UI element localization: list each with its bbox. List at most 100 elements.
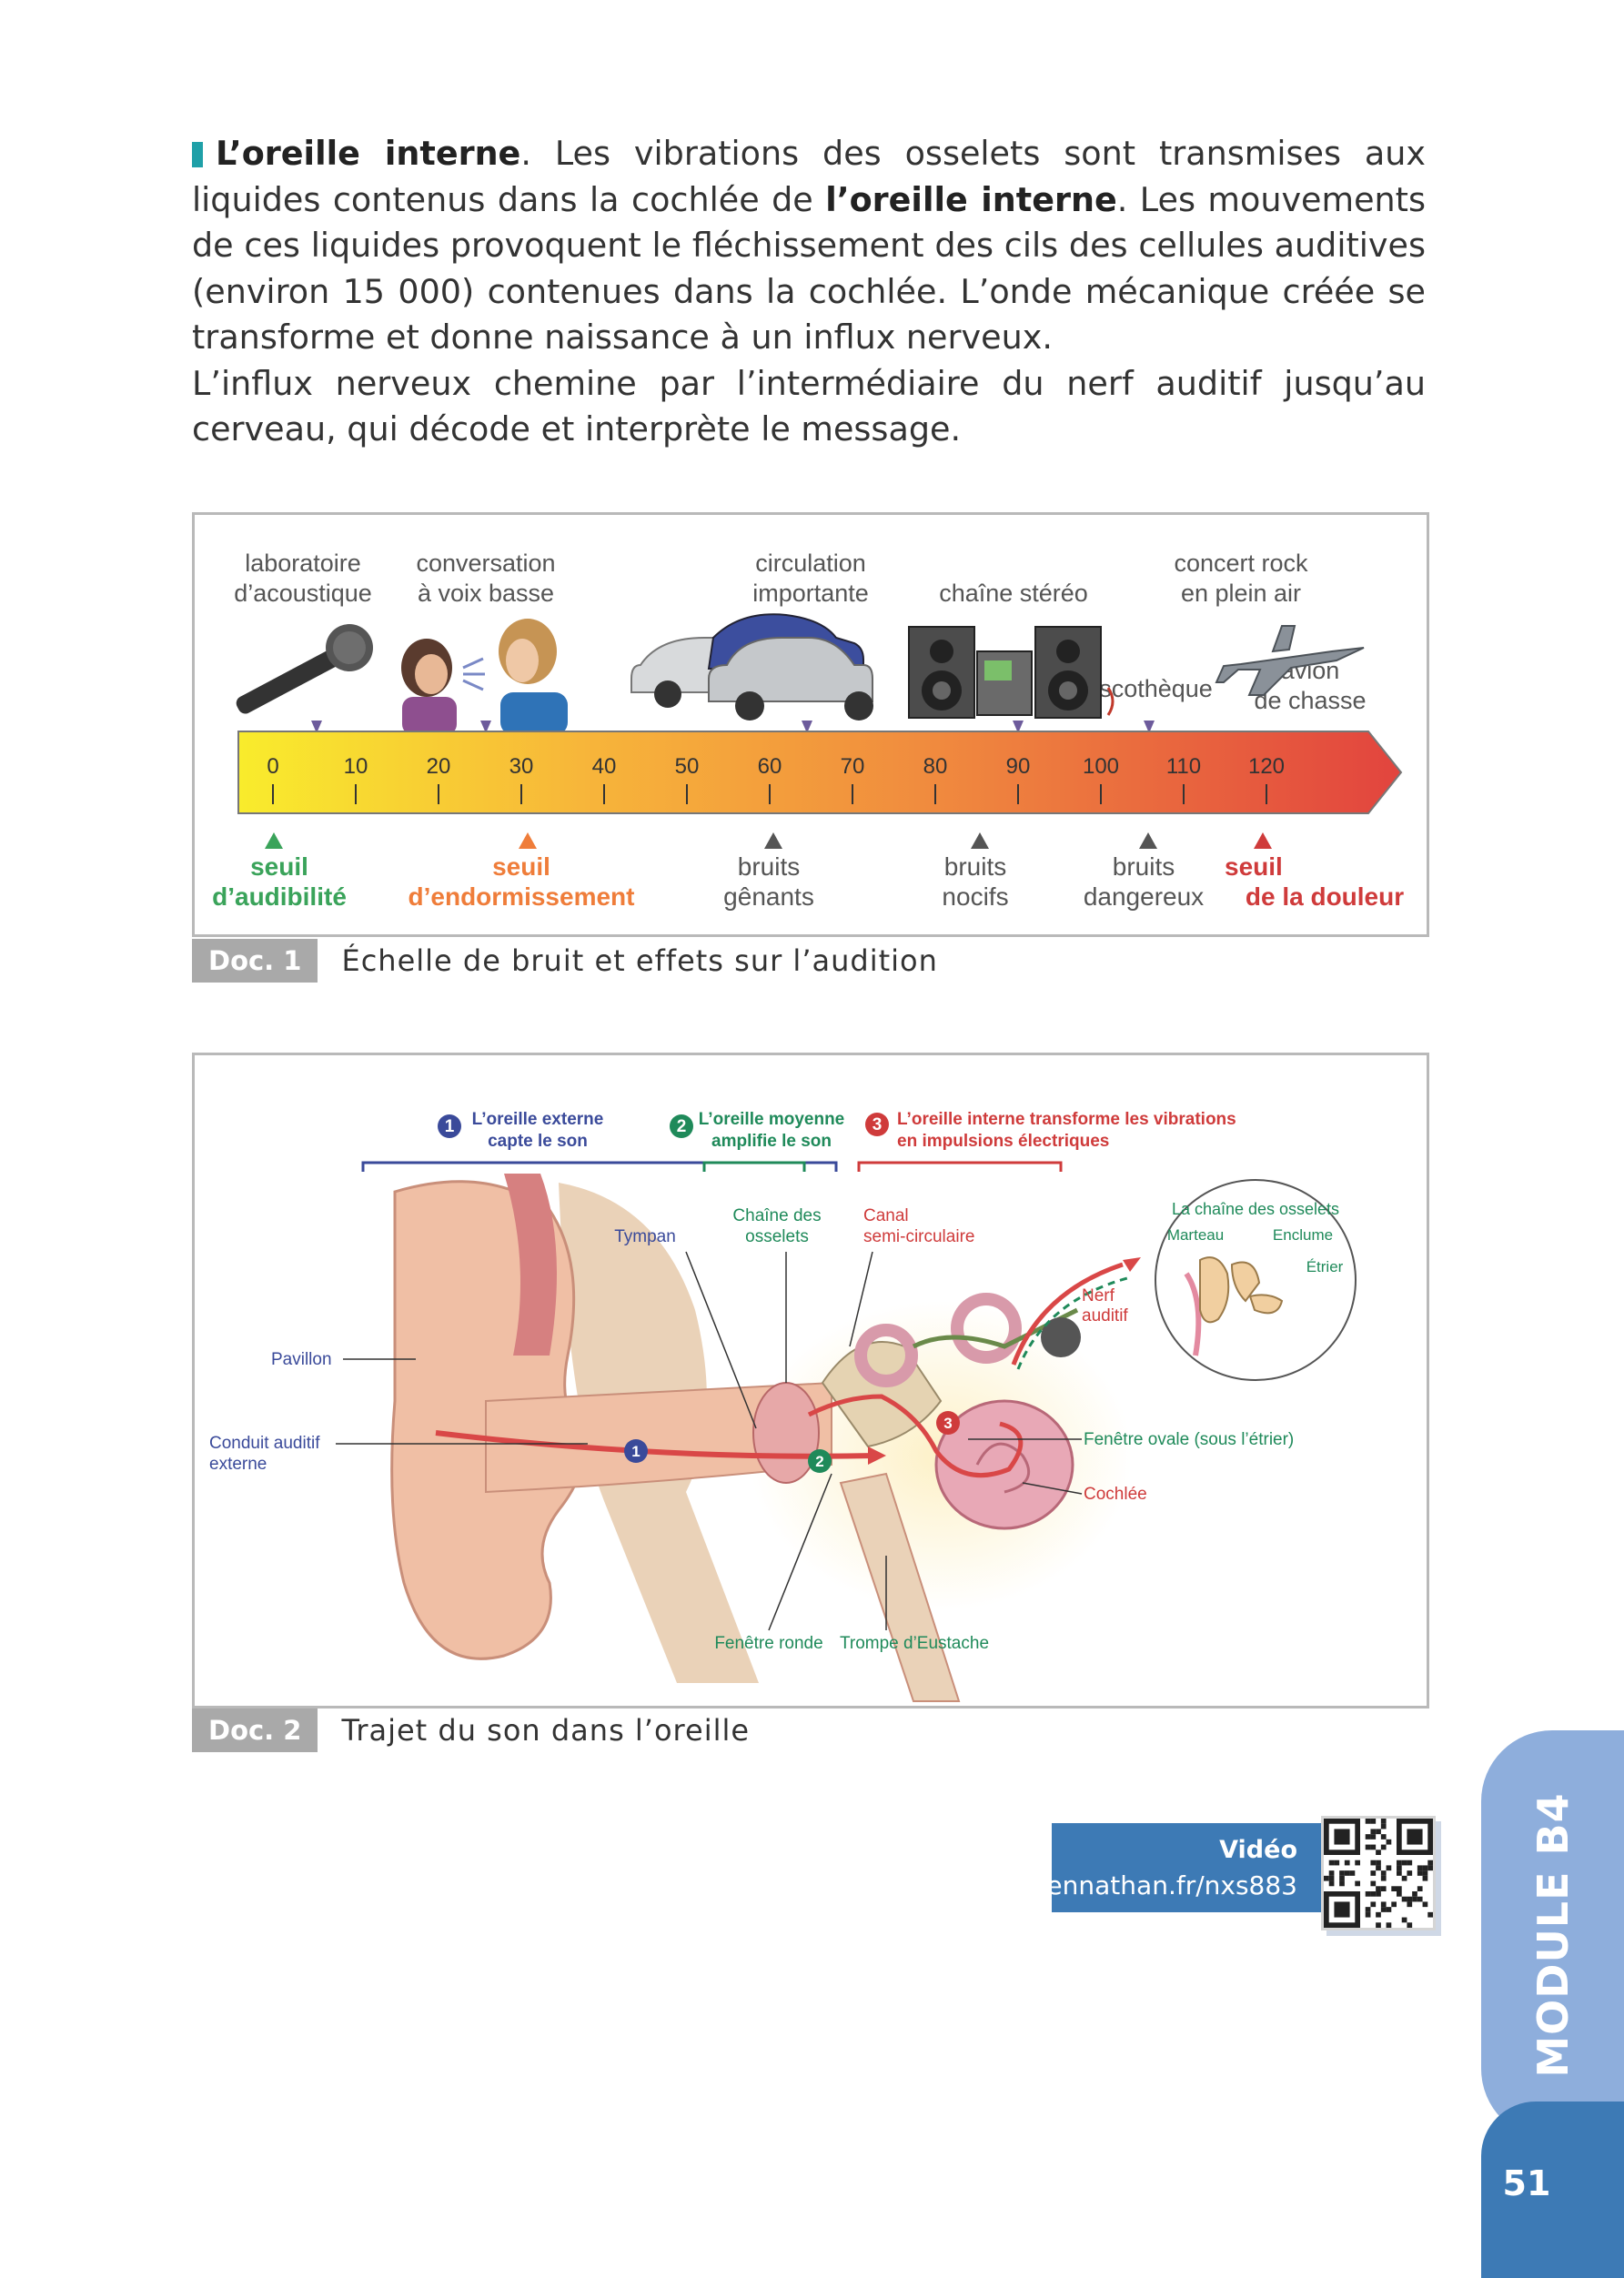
ossicles-inset: La chaîne des osselets Marteau Enclume É…	[1155, 1179, 1357, 1381]
page-number: 51	[1502, 2163, 1551, 2203]
label-douleur-2: de la douleur	[1246, 882, 1404, 911]
cars-icon	[630, 613, 873, 721]
doc1-caption: Doc. 1 Échelle de bruit et effets sur l’…	[192, 939, 938, 983]
label-chaine-1: Chaîne des	[732, 1206, 821, 1225]
badge-2	[808, 1449, 832, 1473]
inset-etrier: Étrier	[1306, 1258, 1344, 1275]
doc2-figure: 1 L’oreille externe capte le son 2 L’ore…	[192, 1053, 1429, 1708]
people-talking-icon	[401, 619, 568, 735]
label-stereo: chaîne stéréo	[939, 580, 1088, 607]
triangle-audibilite	[265, 832, 283, 849]
label-conv-2: à voix basse	[418, 580, 554, 607]
label-ext-1: L’oreille externe	[472, 1110, 604, 1129]
doc2-tag: Doc. 2	[192, 1708, 318, 1752]
label-audib-1: seuil	[250, 852, 308, 881]
doc2-caption: Doc. 2 Trajet du son dans l’oreille	[192, 1708, 750, 1752]
ear-diagram: 1 L’oreille externe capte le son 2 L’ore…	[209, 1110, 1357, 1702]
scale-tick-label: 0	[267, 754, 278, 779]
badge-3	[936, 1411, 960, 1435]
scale-tick-label: 40	[592, 754, 617, 779]
label-circ-1: circulation	[755, 549, 866, 577]
microphone-icon	[236, 624, 373, 714]
scale-tick-label: 90	[1006, 754, 1031, 779]
number-1-badge	[438, 1114, 461, 1138]
label-canal-1: Canal	[863, 1206, 909, 1225]
label-moy-1: L’oreille moyenne	[699, 1110, 845, 1129]
label-conduit-1: Conduit auditif	[209, 1434, 320, 1453]
label-dangereux-2: dangereux	[1084, 882, 1204, 911]
scale-tick-label: 20	[427, 754, 451, 779]
badge-1-text: 1	[631, 1443, 640, 1460]
video-title: Vidéo	[1219, 1836, 1297, 1864]
label-tympan: Tympan	[614, 1227, 676, 1246]
number-2-text: 2	[677, 1117, 687, 1136]
label-ext-2: capte le son	[488, 1132, 588, 1151]
fighter-jet-icon	[1215, 625, 1365, 696]
intro-paragraph-1: L’oreille interne. Les vibrations des os…	[192, 131, 1426, 361]
scale-tick-label: 10	[344, 754, 368, 779]
doc1-figure: laboratoire d’acoustique conversation à …	[192, 512, 1429, 937]
doc1-tag: Doc. 1	[192, 939, 318, 983]
label-labo-1: laboratoire	[245, 549, 361, 577]
label-trompe: Trompe d’Eustache	[840, 1634, 989, 1653]
triangle-douleur	[1254, 832, 1272, 849]
marker-stereo	[1013, 721, 1024, 733]
intro-paragraph-2: L’influx nerveux chemine par l’intermédi…	[192, 363, 1426, 449]
label-concert-1: concert rock	[1174, 549, 1308, 577]
label-conduit-2: externe	[209, 1455, 267, 1474]
label-endorm-2: d’endormissement	[409, 882, 635, 911]
qr-code[interactable]	[1321, 1816, 1436, 1930]
label-pavillon: Pavillon	[271, 1350, 332, 1369]
inset-title: La chaîne des osselets	[1172, 1200, 1339, 1218]
label-nerf-1: Nerf	[1082, 1286, 1115, 1305]
label-nerf-2: auditif	[1082, 1306, 1128, 1325]
qr-code-icon	[1324, 1819, 1433, 1928]
scale-tick-label: 110	[1166, 754, 1201, 779]
scale-tick-label: 80	[923, 754, 948, 779]
label-int-2: en impulsions électriques	[897, 1132, 1109, 1151]
number-3-badge	[865, 1113, 889, 1136]
label-audib-2: d’audibilité	[212, 882, 347, 911]
scale-tick-label: 30	[509, 754, 534, 779]
paragraph-marker	[192, 142, 203, 167]
marker-labo	[311, 721, 322, 733]
inset-enclume: Enclume	[1273, 1226, 1333, 1244]
scale-tick-label: 70	[841, 754, 865, 779]
badge-1	[624, 1439, 648, 1463]
brace-middle-ear	[702, 1161, 806, 1172]
label-genants-1: bruits	[738, 852, 800, 881]
marker-circ	[802, 721, 812, 733]
triangle-endormissement	[519, 832, 537, 849]
intro-text-a: . Les vibrations des osselets sont trans…	[192, 134, 1426, 219]
intro-text-b: . Les mouvements de ces liquides provoqu…	[192, 179, 1426, 358]
label-concert-2: en plein air	[1181, 580, 1301, 607]
intro-text: L’oreille interne. Les vibrations des os…	[192, 131, 1426, 453]
label-chaine-2: osselets	[745, 1227, 809, 1246]
doc1-caption-text: Échelle de bruit et effets sur l’auditio…	[341, 943, 938, 978]
marker-conv	[480, 721, 491, 733]
label-nocifs-2: nocifs	[942, 882, 1008, 911]
module-side-tab: MODULE B4	[1481, 1730, 1624, 2140]
scale-tick-label: 120	[1248, 754, 1285, 779]
intro-term: L’oreille interne	[216, 134, 521, 173]
label-nocifs-1: bruits	[944, 852, 1006, 881]
inset-marteau: Marteau	[1167, 1226, 1224, 1244]
doc2-caption-text: Trajet du son dans l’oreille	[341, 1713, 751, 1748]
label-genants-2: gênants	[723, 882, 814, 911]
number-1-text: 1	[445, 1117, 455, 1136]
label-conv-1: conversation	[416, 549, 555, 577]
noise-scale-figure: laboratoire d’acoustique conversation à …	[212, 549, 1404, 911]
label-circ-2: importante	[752, 580, 869, 607]
label-fenetre-ronde: Fenêtre ronde	[714, 1634, 822, 1653]
label-labo-2: d’acoustique	[234, 580, 372, 607]
noise-scale-bar	[237, 731, 1403, 814]
label-canal-2: semi-circulaire	[863, 1227, 974, 1246]
number-2-badge	[670, 1114, 693, 1138]
intro-bold: l’oreille interne	[825, 179, 1117, 219]
badge-3-text: 3	[943, 1415, 952, 1432]
label-endorm-1: seuil	[492, 852, 550, 881]
video-url[interactable]: liennathan.fr/nxs883	[1032, 1870, 1297, 1900]
module-label: MODULE B4	[1528, 1792, 1578, 2078]
marker-disco	[1144, 721, 1155, 733]
